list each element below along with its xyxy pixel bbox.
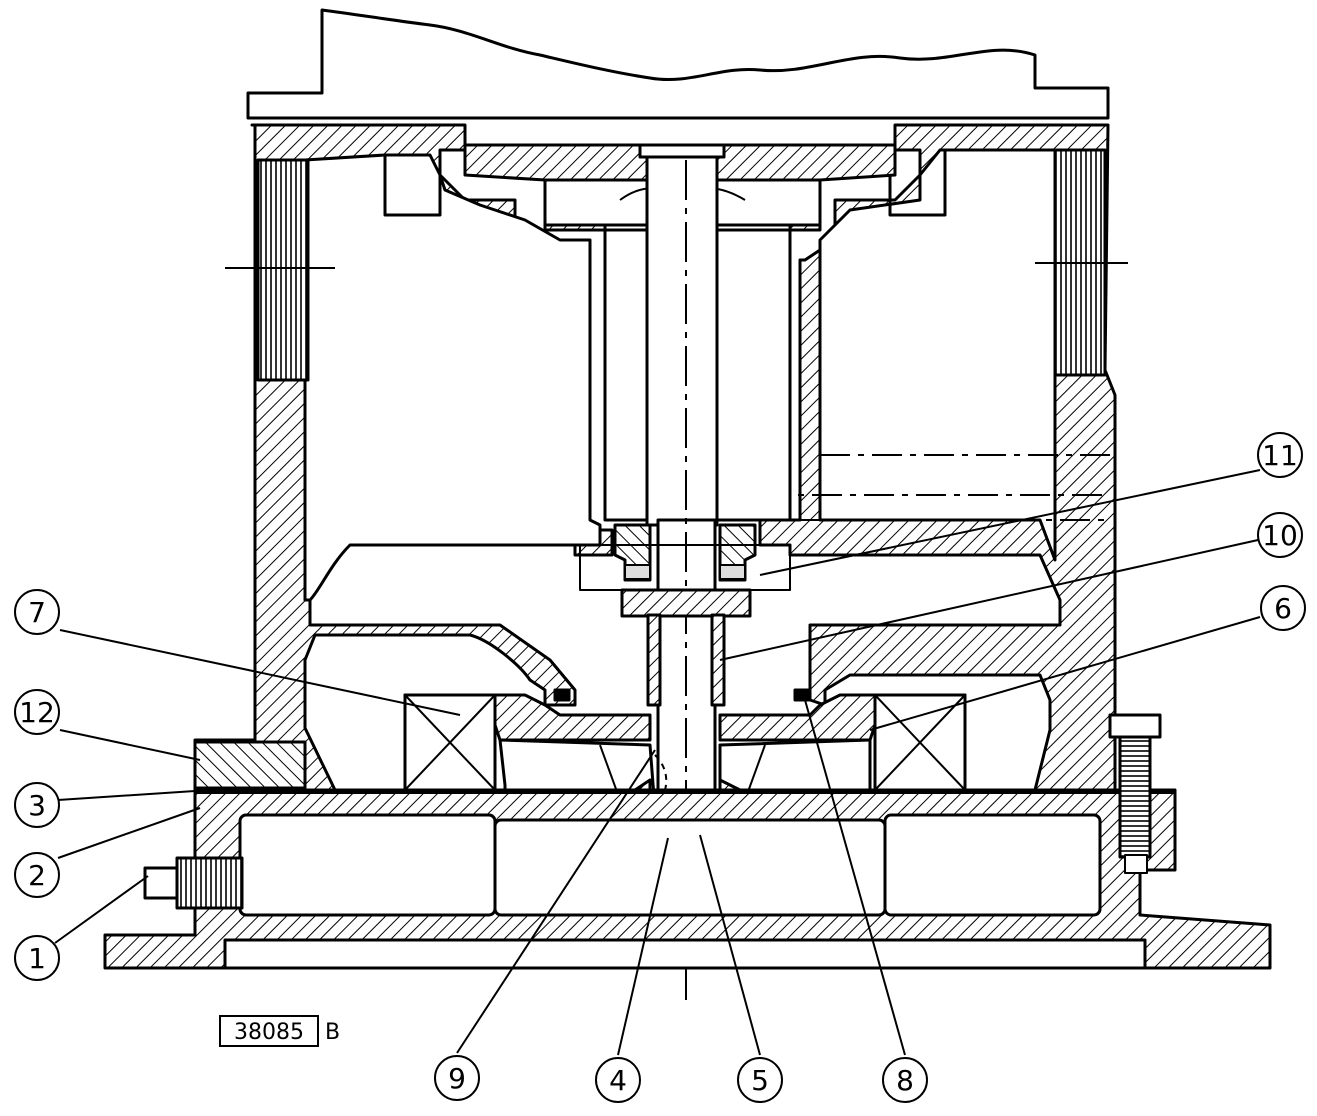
leader-lines: [54, 469, 1261, 1056]
callout-7: 7: [14, 589, 60, 635]
callout-8: 8: [882, 1057, 928, 1103]
callout-3: 3: [14, 782, 60, 828]
motor-housing: [246, 8, 1110, 120]
svg-text:7: 7: [28, 596, 46, 629]
svg-text:6: 6: [1274, 592, 1292, 625]
svg-text:12: 12: [19, 696, 55, 729]
svg-text:11: 11: [1262, 439, 1298, 472]
svg-text:3: 3: [28, 789, 46, 822]
svg-text:8: 8: [896, 1064, 914, 1097]
pump-shaft: [638, 143, 726, 1000]
reference-suffix: B: [325, 1020, 340, 1045]
callout-5: 5: [737, 1057, 783, 1103]
adapter-flange: [193, 740, 307, 790]
callout-12: 12: [14, 689, 60, 735]
drain-plug: [143, 856, 244, 910]
svg-text:1: 1: [28, 942, 46, 975]
svg-text:5: 5: [751, 1064, 769, 1097]
pump-casing: [103, 788, 1272, 970]
svg-text:4: 4: [609, 1064, 627, 1097]
shaft-sleeve: [646, 613, 726, 707]
callout-1: 1: [14, 935, 60, 981]
callout-10: 10: [1257, 512, 1303, 558]
callout-4: 4: [595, 1057, 641, 1103]
callout-6: 6: [1260, 585, 1306, 631]
drawing-reference: 38085 B: [219, 1015, 340, 1047]
svg-text:2: 2: [28, 859, 46, 892]
reference-number: 38085: [234, 1020, 304, 1045]
casing-bolt-right: [1108, 713, 1162, 874]
o-ring-left: [553, 688, 571, 702]
svg-text:10: 10: [1262, 519, 1298, 552]
callout-2: 2: [14, 852, 60, 898]
mechanical-seal: [579, 523, 791, 618]
adapter-frame-left: [193, 123, 614, 792]
adapter-frame-right: [758, 123, 1128, 792]
o-ring-right: [793, 688, 811, 702]
svg-text:9: 9: [448, 1062, 466, 1095]
callout-9: 9: [434, 1055, 480, 1101]
callout-11: 11: [1257, 432, 1303, 478]
